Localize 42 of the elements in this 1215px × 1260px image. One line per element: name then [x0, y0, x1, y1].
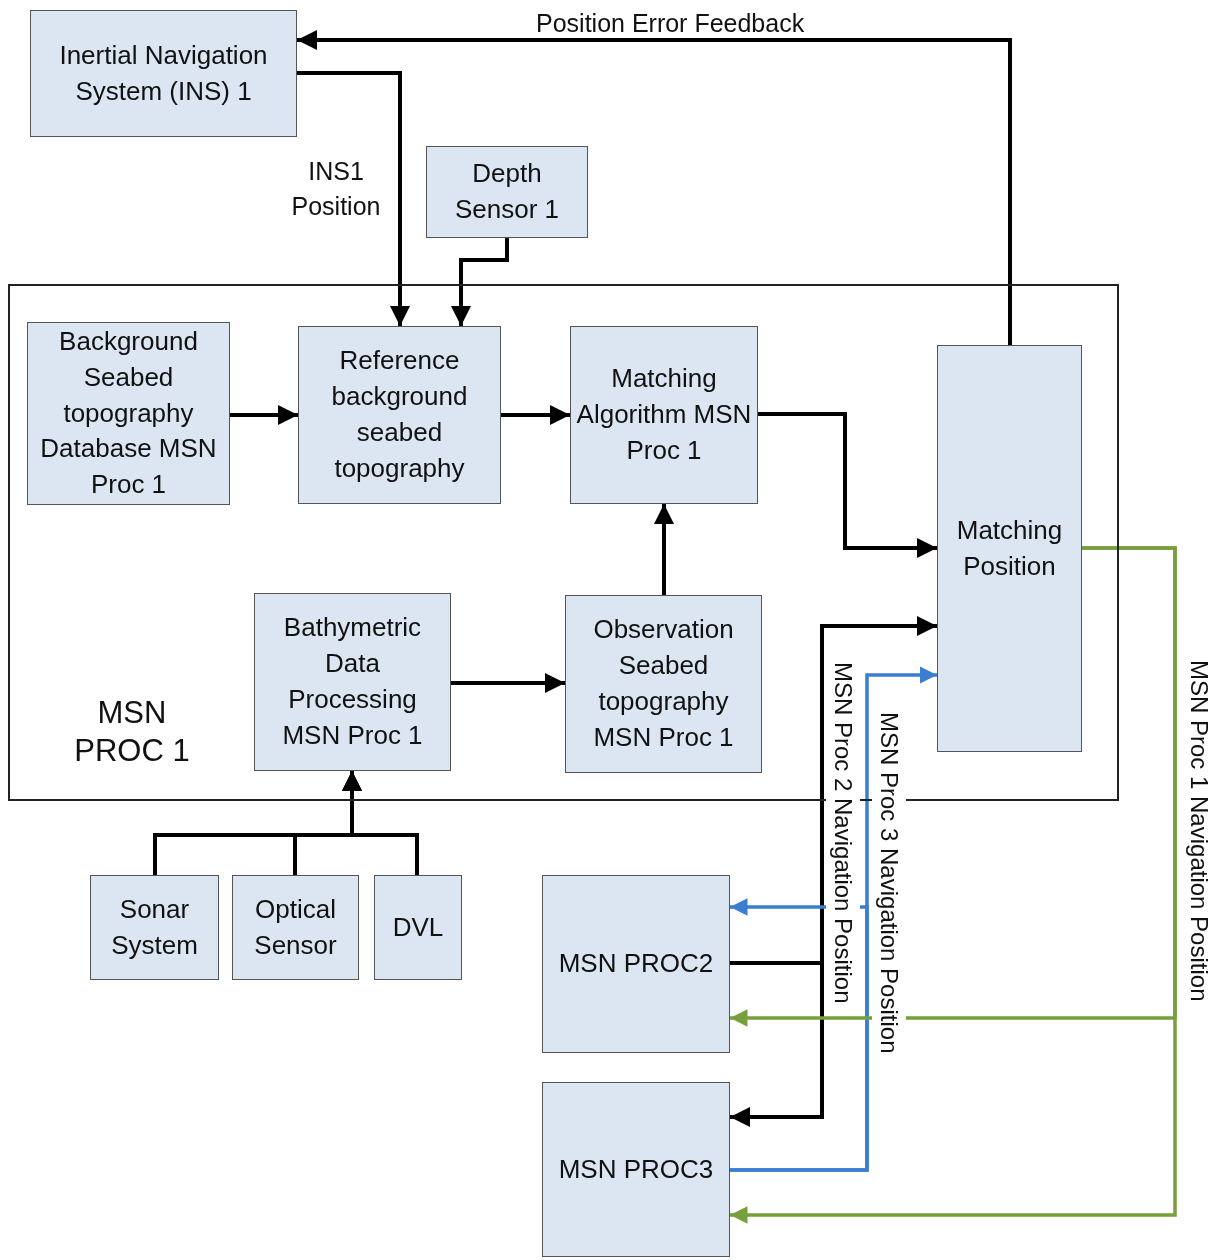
arrow [654, 504, 674, 595]
process-box [937, 345, 1082, 752]
process-box [565, 595, 762, 773]
edge-label: MSN Proc 2 Navigation Position [826, 662, 860, 1004]
box-label: Depth Sensor 1 [453, 157, 561, 226]
arrow [451, 238, 509, 326]
edge-label: MSN Proc 3 Navigation Position [872, 712, 906, 1054]
arrow [230, 405, 298, 425]
box-label: Optical Sensor [253, 892, 338, 962]
process-box [570, 326, 758, 504]
process-box [232, 875, 359, 980]
arrow [451, 673, 565, 693]
process-box [426, 146, 588, 238]
group-label: MSN PROC 1 [73, 693, 191, 771]
process-box [542, 1082, 730, 1257]
box-label: MSN PROC3 [557, 1152, 715, 1186]
box-label: Background Seabed topography Database MSN Proc 1 [39, 324, 218, 502]
edge-label: INS1 Position [290, 156, 382, 222]
process-box [30, 10, 297, 137]
arrow [758, 412, 937, 558]
box-label: Matching Algorithm MSN Proc 1 [575, 362, 753, 467]
process-box [298, 326, 501, 504]
process-box [542, 875, 730, 1053]
arrow [730, 898, 869, 1172]
edge-label: Position Error Feedback [536, 8, 805, 39]
process-box [374, 875, 462, 980]
box-label: Bathymetric Data Processing MSN Proc 1 [281, 611, 424, 752]
arrow [297, 30, 1012, 345]
arrow [342, 771, 419, 875]
box-label: Reference background seabed topography [330, 344, 469, 485]
box-label: DVL [391, 910, 445, 944]
box-label: MSN PROC2 [557, 947, 715, 981]
box-label: Observation Seabed topography MSN Proc 1 [592, 613, 735, 754]
arrow [297, 71, 410, 326]
box-label: Inertial Navigation System (INS) 1 [58, 38, 269, 108]
process-box [90, 875, 219, 980]
box-label: Matching Position [955, 513, 1064, 583]
box-label: Sonar System [110, 892, 199, 962]
arrow [730, 961, 824, 1127]
arrow [501, 405, 570, 425]
arrow [730, 546, 1177, 1224]
process-box [254, 593, 451, 771]
